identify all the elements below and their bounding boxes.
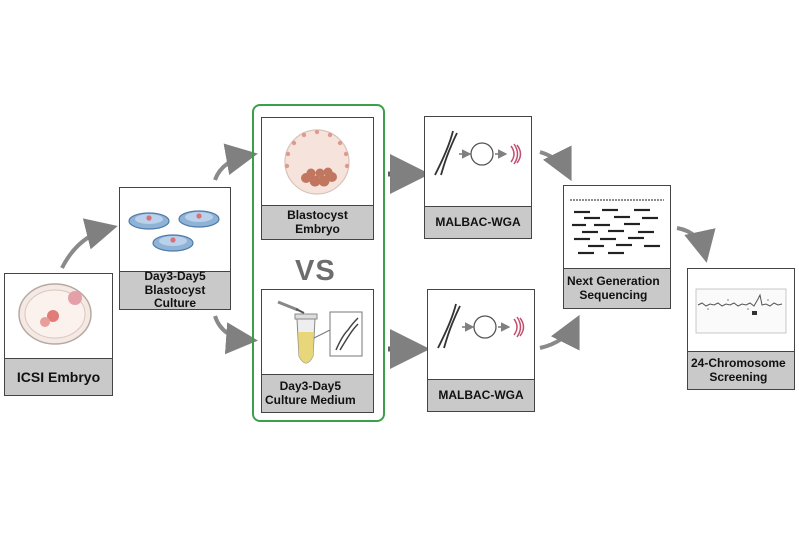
amplicon-loop-icon	[473, 315, 497, 339]
vs-label: VS	[295, 255, 336, 287]
dna-zoom-icon	[313, 311, 363, 357]
culture-medium-illustration	[277, 300, 363, 364]
arrow-culture-to-medium	[213, 315, 258, 355]
malbac-top-illustration	[434, 130, 522, 176]
arrow-icsi-to-culture	[60, 218, 118, 269]
petri-dish-2	[178, 210, 220, 228]
amplified-dna-icon	[513, 316, 525, 338]
pipette-icon	[277, 300, 305, 314]
culture-dishes-illustration	[128, 210, 220, 252]
culture-medium-label: Day3-Day5 Culture Medium	[262, 374, 373, 412]
arrow-malbac-to-ngs-bottom	[539, 314, 580, 351]
malbac-bottom-label: MALBAC-WGA	[428, 379, 534, 411]
icsi-embryo-label: ICSI Embryo	[5, 358, 112, 395]
petri-dish-1	[128, 212, 170, 230]
malbac-bottom-illustration	[437, 303, 525, 349]
cnv-plot-illustration	[695, 288, 787, 334]
blastocyst-illustration	[284, 129, 350, 195]
dna-icon	[434, 130, 458, 176]
sequencing-reads-illustration	[570, 199, 664, 255]
petri-dish-3	[152, 234, 194, 252]
ngs-label: Next Generation Sequencing	[564, 268, 670, 308]
tube-icon	[294, 313, 318, 364]
icsi-embryo-card: ICSI Embryo	[4, 273, 113, 396]
blastocyst-embryo-card: Blastocyst Embryo	[261, 117, 374, 240]
arrow-culture-to-blastocyst	[213, 143, 258, 181]
culture-medium-card: Day3-Day5 Culture Medium	[261, 289, 374, 413]
blastocyst-embryo-label: Blastocyst Embryo	[262, 205, 373, 239]
cnv-trace	[697, 293, 783, 307]
blastocyst-culture-card: Day3-Day5 Blastocyst Culture	[119, 187, 231, 310]
arrow-malbac-to-ngs-top	[539, 145, 572, 182]
embryo-illustration	[18, 283, 92, 345]
amplicon-loop-icon	[470, 142, 494, 166]
chromosome-screening-label: 24-Chromosome Screening	[688, 351, 794, 389]
comparison-highlight-box	[252, 104, 385, 422]
chromosome-screening-card: 24-Chromosome Screening	[687, 268, 795, 390]
arrow-ngs-to-screening	[676, 226, 716, 263]
amplified-dna-icon	[510, 143, 522, 165]
malbac-wga-top-card: MALBAC-WGA	[424, 116, 532, 239]
dna-icon	[437, 303, 461, 349]
ngs-card: Next Generation Sequencing	[563, 185, 671, 309]
inner-cell-mass	[301, 167, 337, 187]
malbac-top-label: MALBAC-WGA	[425, 206, 531, 238]
malbac-wga-bottom-card: MALBAC-WGA	[427, 289, 535, 412]
blastocyst-culture-label: Day3-Day5 Blastocyst Culture	[120, 269, 230, 309]
